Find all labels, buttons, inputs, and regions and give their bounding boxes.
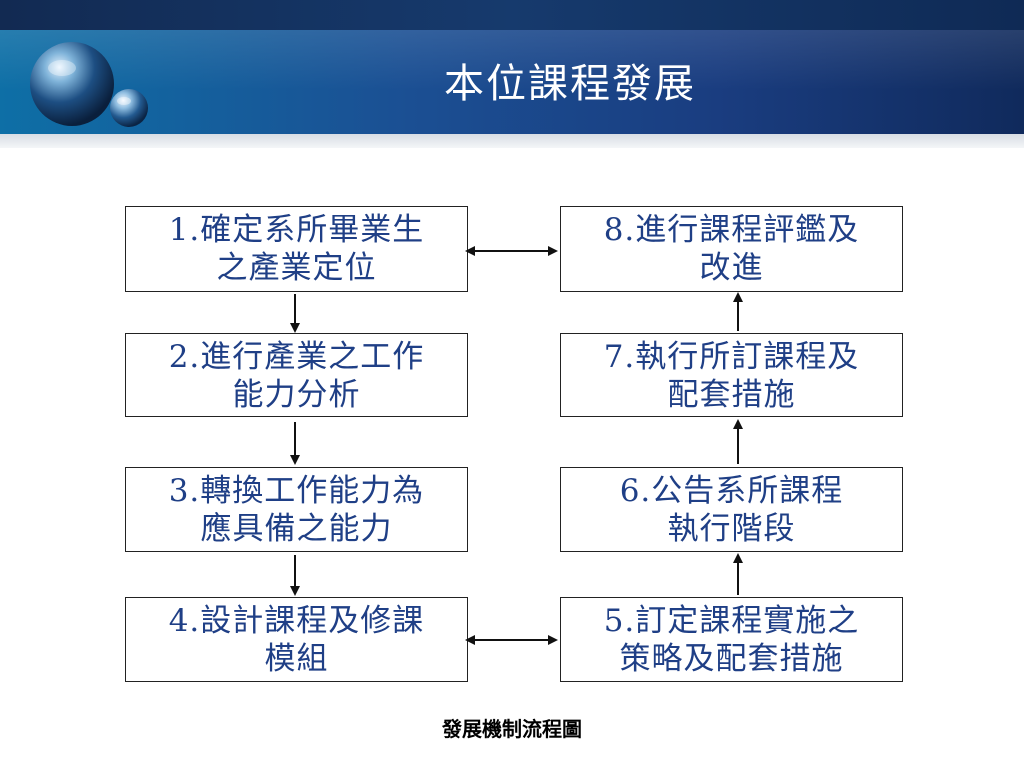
step-4-line-2: 模組: [264, 641, 329, 677]
step-box-2: 2.進行產業之工作 能力分析: [125, 333, 468, 417]
small-sphere-icon: [110, 89, 148, 127]
step-box-3: 3.轉換工作能力為 應具備之能力: [125, 467, 468, 552]
step-5-line-2: 策略及配套措施: [619, 641, 844, 677]
step-3-line-1: 3.轉換工作能力為: [168, 473, 425, 509]
step-1-line-1: 1.確定系所畢業生: [168, 212, 425, 248]
header-top-strip: [0, 0, 1024, 30]
step-2-line-2: 能力分析: [232, 377, 361, 413]
header-shine: [0, 30, 1024, 90]
step-8-line-2: 改進: [699, 250, 764, 286]
step-4-line-1: 4.設計課程及修課: [168, 603, 425, 639]
slide-title: 本位課程發展: [444, 61, 696, 107]
large-sphere-icon: [30, 42, 114, 126]
step-7-line-2: 配套措施: [667, 377, 796, 413]
step-3-line-2: 應具備之能力: [200, 511, 393, 547]
step-5-line-1: 5.訂定課程實施之: [603, 603, 860, 639]
sphere-logo-icon: [30, 42, 148, 127]
step-box-8: 8.進行課程評鑑及 改進: [560, 206, 903, 292]
step-box-6: 6.公告系所課程 執行階段: [560, 467, 903, 552]
step-6-line-1: 6.公告系所課程: [619, 473, 844, 509]
step-8-line-1: 8.進行課程評鑑及: [603, 212, 860, 248]
step-box-1: 1.確定系所畢業生 之產業定位: [125, 206, 468, 292]
step-box-7: 7.執行所訂課程及 配套措施: [560, 333, 903, 417]
step-box-4: 4.設計課程及修課 模組: [125, 597, 468, 682]
step-6-line-2: 執行階段: [667, 511, 796, 547]
step-7-line-1: 7.執行所訂課程及: [603, 339, 860, 375]
step-box-5: 5.訂定課程實施之 策略及配套措施: [560, 597, 903, 682]
step-2-line-1: 2.進行產業之工作: [168, 339, 425, 375]
diagram-caption: 發展機制流程圖: [442, 717, 582, 741]
header-bottom-line: [0, 134, 1024, 148]
step-1-line-2: 之產業定位: [216, 250, 377, 286]
